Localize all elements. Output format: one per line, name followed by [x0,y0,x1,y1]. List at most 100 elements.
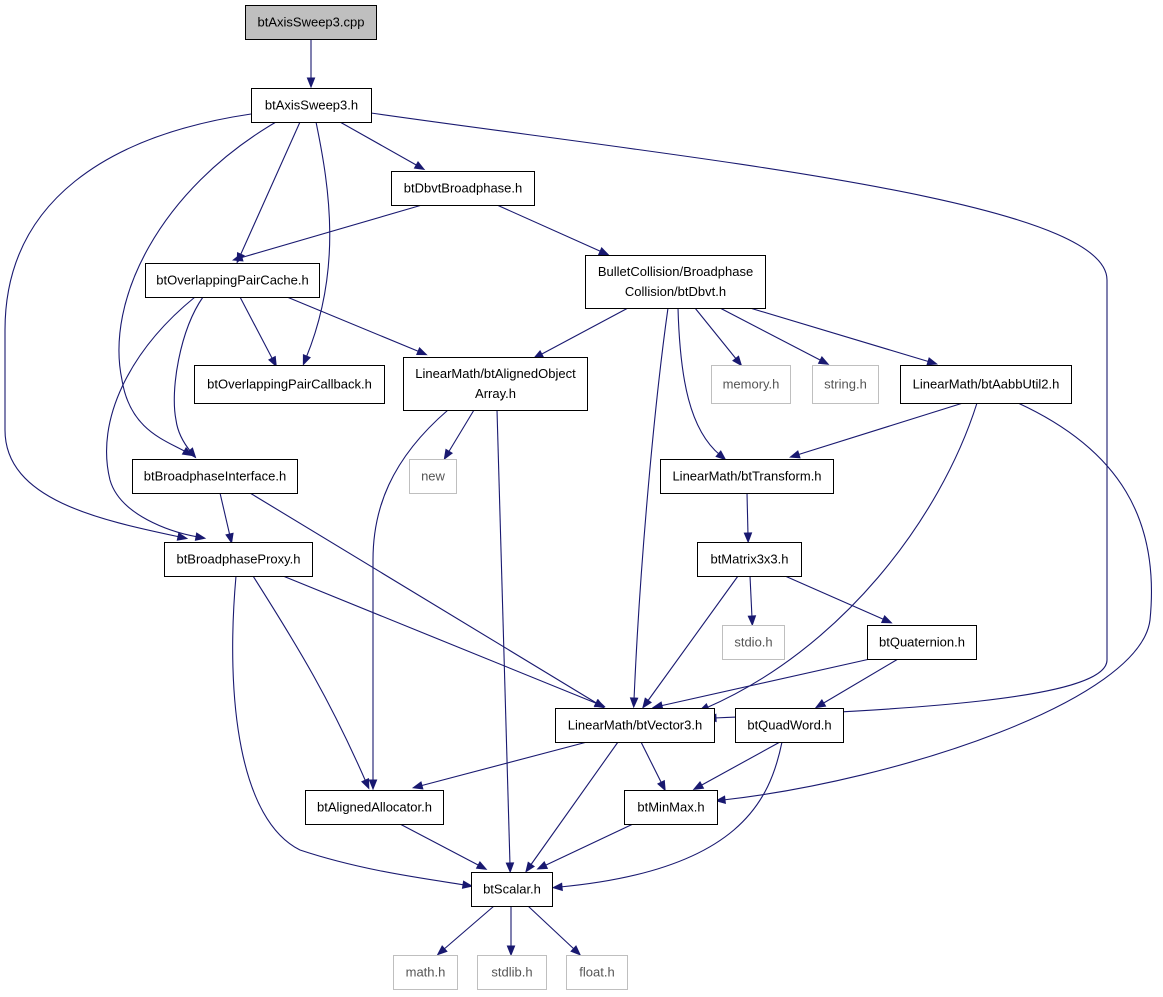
arrowhead [692,780,705,791]
node-box [403,357,588,411]
edge-line [442,905,495,951]
edge-quadword-to-minmax [692,741,781,791]
edge-opc-to-aoa [286,296,428,356]
node-opcb[interactable]: btOverlappingPairCallback.h [194,365,385,404]
node-box [660,459,834,494]
edge-aabb-to-minmax [714,402,1153,805]
node-label: LinearMath/btAabbUtil2.h [913,377,1060,392]
edge-bpp-to-scalar [232,575,474,889]
edge-line [252,575,367,783]
arrowhead [789,450,801,459]
edge-line [339,121,419,167]
node-stdio: stdio.h [722,625,785,660]
arrowhead [361,777,370,790]
node-box [391,171,535,206]
edge-line [646,575,739,703]
node-string: string.h [812,365,879,404]
node-quat[interactable]: btQuaternion.h [867,625,977,660]
arrowhead [817,355,830,365]
node-box [711,365,791,404]
nodes-layer: btAxisSweep3.cpp btAxisSweep3.h btDbvtBroa… [132,5,1072,990]
edge-line [118,121,277,453]
node-label: LinearMath/btVector3.h [568,718,702,733]
arrowhead [536,861,549,870]
edge-dbvt-to-transform [677,307,727,461]
node-aabb[interactable]: LinearMath/btAabbUtil2.h [900,365,1072,404]
arrowhead [597,247,610,256]
arrowhead [714,795,726,805]
node-label: btAlignedAllocator.h [317,800,432,815]
arrowhead [506,945,516,957]
edge-line [496,409,511,866]
edge-line [559,741,783,888]
node-label: BulletCollision/Broadphase [598,264,753,279]
node-mat[interactable]: btMatrix3x3.h [697,542,802,577]
node-label: LinearMath/btAlignedObject [415,366,576,381]
edge-aoa-to-alloc [368,409,449,791]
node-transform[interactable]: LinearMath/btTransform.h [660,459,834,494]
node-opc[interactable]: btOverlappingPairCache.h [145,263,320,298]
edge-line [239,296,274,361]
node-label: btBroadphaseInterface.h [144,469,286,484]
node-dbvt[interactable]: BulletCollision/BroadphaseCollision/btDb… [585,255,766,309]
node-box [722,625,785,660]
node-alloc[interactable]: btAlignedAllocator.h [305,790,444,825]
arrowhead [629,697,639,709]
node-box [900,365,1072,404]
edge-scalar-to-float [527,905,582,956]
edge-line [239,204,423,259]
node-scalar[interactable]: btScalar.h [471,872,553,907]
node-vec3[interactable]: LinearMath/btVector3.h [555,708,715,743]
node-label: memory.h [723,377,780,392]
edge-transform-to-mat [743,492,753,544]
node-label: btMinMax.h [637,800,704,815]
node-box [566,955,628,990]
edge-line [640,741,663,785]
edge-quat-to-quadword [814,658,899,709]
arrowhead [926,357,938,366]
node-label: btOverlappingPairCache.h [156,273,308,288]
arrowhead [570,945,582,956]
node-label: new [421,469,445,484]
edge-line [796,402,964,456]
edge-bpp-to-alloc [252,575,370,790]
node-bpp[interactable]: btBroadphaseProxy.h [164,542,313,577]
edge-axis_h-to-dbvtbp [339,121,426,171]
node-label: float.h [579,965,614,980]
node-root[interactable]: btAxisSweep3.cpp [245,5,377,40]
edge-line [821,658,899,705]
edge-line [282,575,599,705]
edge-line [173,296,204,453]
edge-dbvtbp-to-opc [231,204,423,262]
arrowhead [461,880,474,889]
edge-line [659,658,871,707]
edge-line [286,296,421,353]
node-bpi[interactable]: btBroadphaseInterface.h [132,459,298,494]
arrowhead [551,882,563,892]
node-axis_h[interactable]: btAxisSweep3.h [251,88,372,123]
node-quadword[interactable]: btQuadWord.h [735,708,844,743]
edge-line [746,492,749,536]
node-label: btBroadphaseProxy.h [176,552,300,567]
arrowhead [416,347,428,356]
node-label: btMatrix3x3.h [710,552,788,567]
arrowhead [186,447,197,459]
edge-line [305,121,331,359]
node-box [194,365,385,404]
node-box [132,459,298,494]
edge-line [239,121,301,257]
edge-line [749,575,753,619]
edge-line [496,204,603,253]
edge-mat-to-stdio [747,575,757,627]
node-label: stdio.h [734,635,772,650]
edge-line [447,409,475,454]
node-minmax[interactable]: btMinMax.h [624,790,718,825]
node-dbvtbp[interactable]: btDbvtBroadphase.h [391,171,535,206]
edge-dbvt-to-memory [694,307,743,367]
node-label: btQuadWord.h [747,718,831,733]
arrowhead [436,945,448,956]
node-label: btScalar.h [483,882,541,897]
node-label: math.h [406,965,446,980]
arrowhead [747,615,757,627]
